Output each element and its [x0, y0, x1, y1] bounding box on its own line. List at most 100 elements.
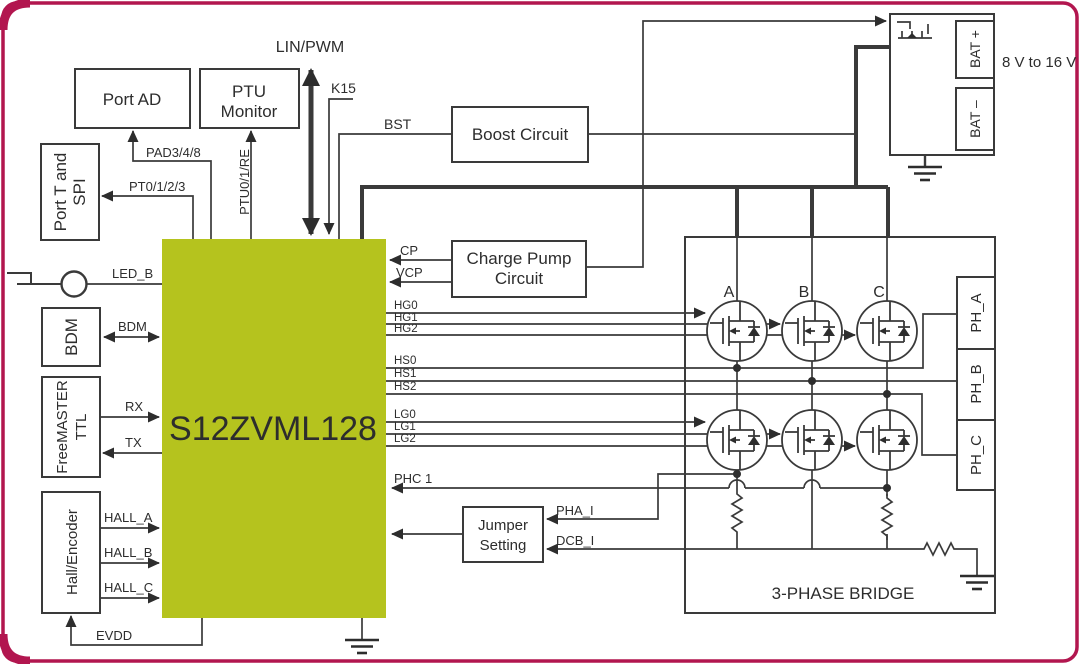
hg2-label: HG2	[394, 323, 418, 335]
wire-pha-i	[546, 473, 737, 525]
port-ad-label: Port AD	[103, 90, 162, 109]
bat-minus-box	[955, 87, 995, 151]
mcu-label: S12ZVML128	[169, 410, 377, 448]
hg1-label: HG1	[394, 312, 418, 324]
wire-vbat-rail	[360, 185, 888, 239]
boost-circuit-box	[451, 106, 589, 163]
led-b-label: LED_B	[112, 266, 153, 281]
mcu-block: S12ZVML128	[162, 239, 386, 618]
phc1-label: PHC 1	[394, 471, 432, 486]
pad348-label: PAD3/4/8	[146, 145, 201, 160]
port-t-spi-box	[40, 143, 100, 241]
phase-a-shunt-resistor	[731, 489, 743, 537]
rx-label: RX	[125, 399, 143, 414]
hg0-label: HG0	[394, 300, 418, 312]
lg2-label: LG2	[394, 433, 416, 445]
wire-pad348	[127, 130, 212, 239]
boxes	[40, 13, 996, 614]
low-side-fet-b-icon	[781, 409, 843, 471]
jumper-label-1: Jumper	[478, 517, 528, 534]
hall-encoder-box	[41, 491, 101, 614]
freemaster-label-1: FreeMASTER	[54, 380, 71, 474]
cp-label: CP	[400, 243, 418, 258]
wire-drain-drops	[736, 237, 888, 302]
battery-range-label: 8 V to 16 V	[1002, 54, 1076, 71]
ph-c-box	[956, 419, 996, 491]
wire-shunt-gnd	[957, 548, 978, 576]
bdm-box-label: BDM	[62, 318, 81, 356]
ptu-monitor-box	[199, 68, 300, 129]
bdm-box	[41, 307, 101, 367]
pha-i-label: PHA_I	[556, 503, 594, 518]
freemaster-label-2: TTL	[73, 414, 90, 441]
junction-dots	[733, 364, 891, 492]
high-side-fet-c-icon	[856, 300, 918, 362]
ptu01re-label: PTU0/1/RE	[237, 149, 252, 215]
bst-label: BST	[384, 116, 412, 132]
wire-evdd	[65, 615, 203, 646]
wire-hs2-phc	[386, 393, 957, 456]
wire-led-left	[7, 272, 61, 285]
wire-hs0-pha	[386, 313, 957, 369]
bridge-ground-icon	[958, 574, 996, 591]
hall-encoder-label: Hall/Encoder	[64, 509, 81, 595]
ph-a-label: PH_A	[968, 293, 985, 332]
labels: Port AD PTU Monitor Port T and SPI BDM F…	[51, 30, 1076, 643]
ptu-monitor-label-2: Monitor	[221, 102, 278, 121]
bat-minus-label: BAT –	[967, 100, 983, 138]
ph-a-box	[956, 276, 996, 350]
charge-pump-label-2: Circuit	[495, 269, 543, 288]
mcu-ground-icon	[343, 638, 381, 655]
hall-a-label: HALL_A	[104, 510, 153, 525]
jumper-label-2: Setting	[480, 537, 527, 554]
k15-label: K15	[331, 80, 356, 96]
vcp-label: VCP	[396, 265, 423, 280]
low-side-fet-a-icon	[706, 409, 768, 471]
mcu-rect	[162, 239, 386, 618]
lg0-label: LG0	[394, 409, 416, 421]
led-icon	[60, 270, 88, 298]
evdd-label: EVDD	[96, 628, 132, 643]
lin-pwm-label: LIN/PWM	[276, 39, 344, 56]
jumper-setting-box	[462, 506, 544, 563]
pt0123-label: PT0/1/2/3	[129, 179, 185, 194]
port-ad-box	[74, 68, 191, 129]
boost-circuit-label: Boost Circuit	[472, 125, 569, 144]
freemaster-box	[41, 376, 101, 478]
phase-c-letter: C	[873, 284, 885, 301]
bat-plus-label: BAT +	[967, 30, 983, 68]
phase-c-shunt-resistor	[881, 493, 893, 541]
dc-shunt-resistor	[920, 541, 957, 557]
high-side-fet-a-icon	[706, 300, 768, 362]
low-side-fet-c-icon	[856, 409, 918, 471]
high-side-fet-b-icon	[781, 300, 843, 362]
dcb-i-label: DCB_I	[556, 533, 594, 548]
hall-c-label: HALL_C	[104, 580, 153, 595]
wire-chargepump-out	[586, 15, 887, 268]
wire-phc1-hops	[728, 479, 821, 489]
hs2-label: HS2	[394, 381, 416, 393]
battery-ground-icon	[906, 165, 944, 182]
ph-c-label: PH_C	[968, 435, 985, 475]
ptu-monitor-label-1: PTU	[232, 82, 266, 101]
wire-bridge-feeds	[735, 187, 890, 237]
phase-b-letter: B	[799, 284, 810, 301]
charge-pump-label-1: Charge Pump	[467, 249, 572, 268]
hs0-label: HS0	[394, 355, 416, 367]
charge-pump-box	[451, 240, 587, 298]
wire-bst	[338, 133, 452, 239]
wire-pt0123	[101, 190, 194, 239]
port-t-spi-label-2: SPI	[70, 178, 89, 205]
bdm-signal-label: BDM	[118, 319, 147, 334]
port-t-spi-label-1: Port T and	[51, 153, 70, 232]
lg1-label: LG1	[394, 421, 416, 433]
wire-k15	[323, 98, 353, 235]
bat-plus-box	[955, 20, 995, 79]
tx-label: TX	[125, 435, 142, 450]
reverse-battery-mosfet-icon	[897, 21, 932, 39]
bridge-label: 3-PHASE BRIDGE	[772, 584, 915, 603]
phase-a-letter: A	[724, 284, 735, 301]
